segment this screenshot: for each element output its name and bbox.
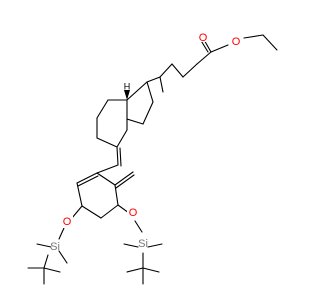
ester-carbonyl-oxygen-label: O [199, 32, 208, 44]
tbs-group-left [27, 227, 68, 285]
cyclopentane-ring [126, 81, 154, 125]
molecule-structure-canvas: O O H O O Si Si [27, 30, 278, 285]
silicon-left-label: Si [50, 241, 60, 253]
ester-ether-oxygen-label: O [232, 36, 241, 48]
a-ring [71, 171, 135, 219]
ethyl-ester-chain [146, 34, 278, 93]
atom-labels: O O H O O Si Si [50, 30, 242, 253]
silyl-ether-oxygen-right-label: O [129, 207, 138, 219]
triene-linker [76, 146, 122, 187]
tbs-group-right [123, 220, 163, 285]
skeletal-formula: O O H O O Si Si [27, 30, 278, 285]
methyl-wedge [124, 90, 130, 100]
cyclohexane-ring [96, 90, 130, 148]
stereo-hydrogen-label: H [124, 81, 131, 91]
silyl-ether-oxygen-left-label: O [63, 216, 72, 228]
silicon-right-label: Si [138, 238, 148, 250]
